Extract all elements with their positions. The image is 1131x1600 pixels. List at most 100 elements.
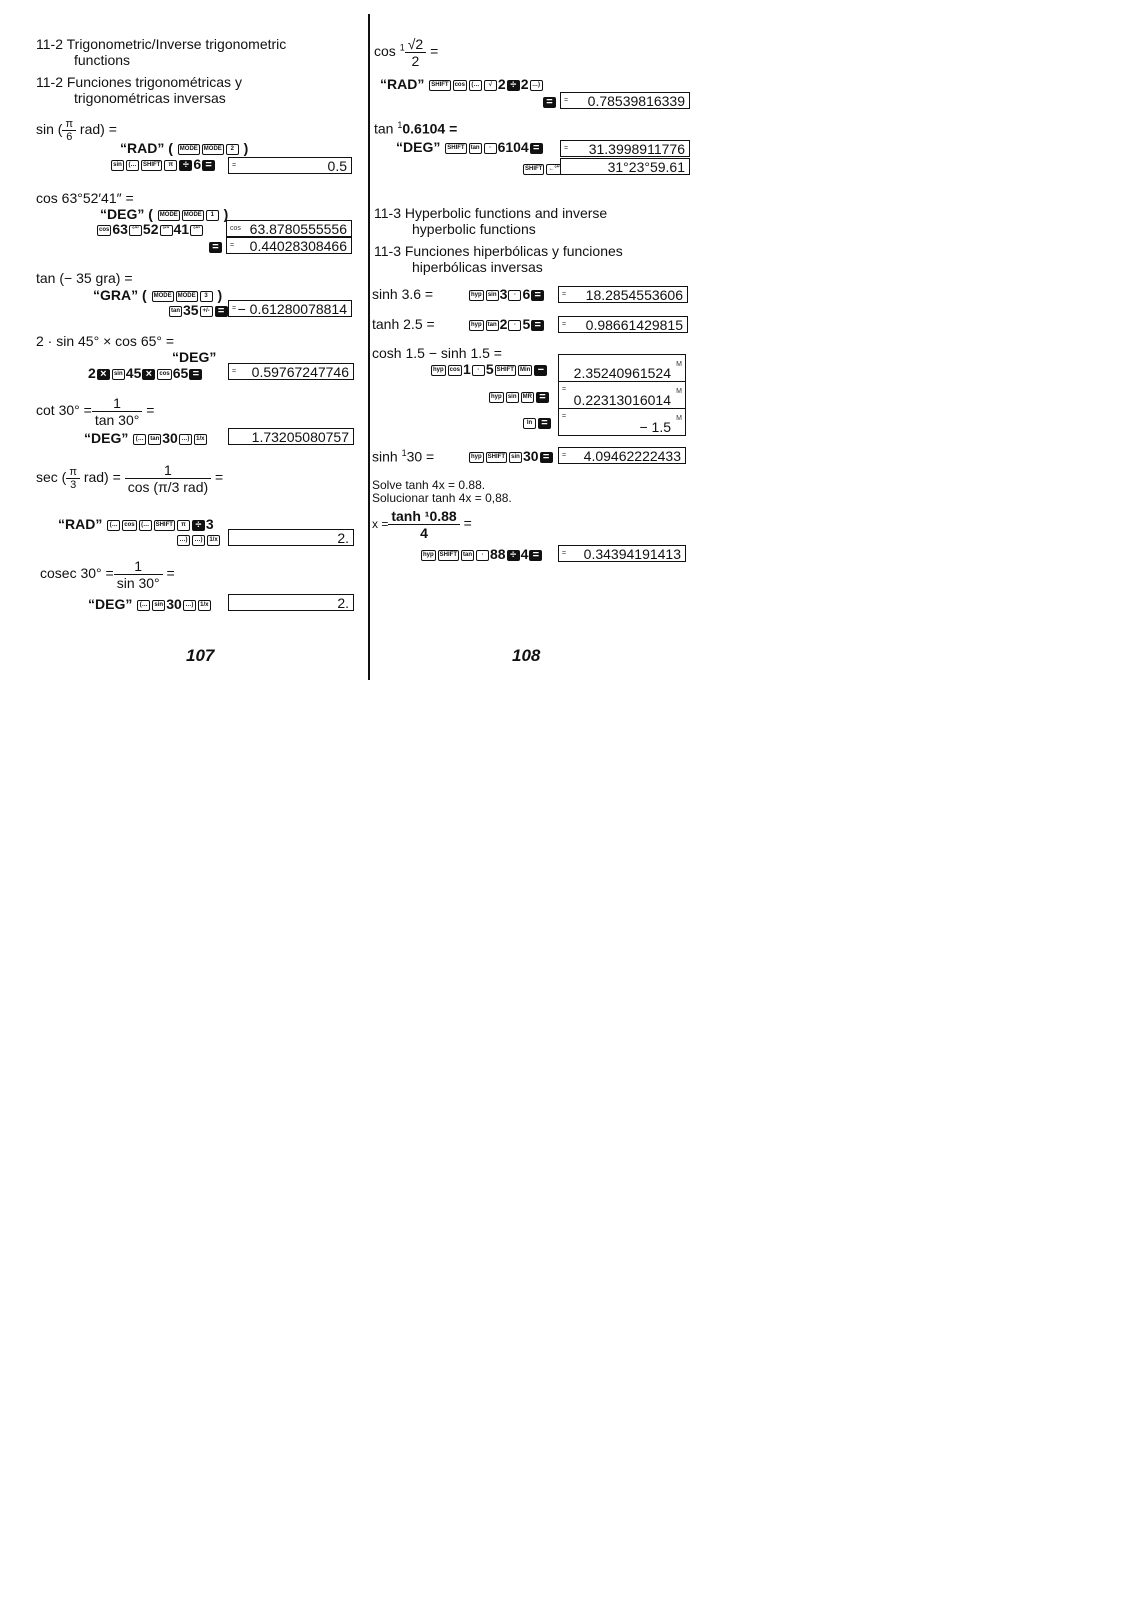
sqrt-key: √ <box>483 79 497 91</box>
paren-key: (… <box>133 433 147 445</box>
memory-in-key: Min <box>517 364 533 376</box>
page-number-right: 108 <box>512 646 541 665</box>
calculator-display: = M − 1.5 <box>558 408 686 436</box>
pi-key: π <box>164 159 178 171</box>
shift-key: SHIFT <box>445 142 467 154</box>
sin-key: sin <box>485 289 499 301</box>
section-heading-en: 11-3 Hyperbolic functions and inverse hy… <box>374 205 608 237</box>
calculator-display: 2. <box>228 529 354 546</box>
cos-key: cos <box>122 519 137 531</box>
example-product-expression: 2 · sin 45° × cos 65° = <box>36 333 175 349</box>
tan-key: tan <box>148 433 162 445</box>
paren-close-key: …) <box>178 433 192 445</box>
tan-key: tan <box>169 305 182 317</box>
calculator-display: M 2.35240961524 <box>558 354 686 382</box>
reciprocal-key: 1/x <box>207 534 220 546</box>
paren-key: (… <box>107 519 121 531</box>
mode-key: MODE <box>175 290 198 302</box>
heading-es-line2: trigonométricas inversas <box>74 90 226 106</box>
equals-key: = <box>189 368 203 380</box>
tan-key: tan <box>461 549 475 561</box>
mode-key: MODE <box>151 290 174 302</box>
mode-key: MODE <box>177 143 200 155</box>
cos-key: cos <box>157 368 172 380</box>
equals-key: = <box>529 549 543 561</box>
mode-key: MODE <box>157 209 180 221</box>
section-heading-es: 11-2 Funciones trigonométricas y trigono… <box>36 74 242 106</box>
keystroke-sequence: SHIFT←°′″ <box>522 160 564 176</box>
equals-key: = <box>531 289 545 301</box>
sin-key: sin <box>152 599 166 611</box>
example-tan-expression: tan (− 35 gra) = <box>36 270 133 286</box>
equals-key: = <box>539 451 553 463</box>
sin-key: sin <box>111 368 125 380</box>
keystroke-sequence: …)…)1/x <box>176 531 221 547</box>
equals-key: = <box>529 142 543 154</box>
keystroke-sequence: ln= <box>522 414 552 430</box>
calculator-display: =31.3998911776 <box>560 140 690 157</box>
paren-key: (… <box>468 79 482 91</box>
hyp-key: hyp <box>489 391 504 403</box>
equals-key: = <box>538 417 551 429</box>
mode-key: MODE <box>201 143 224 155</box>
key-3: 3 <box>199 290 213 302</box>
reciprocal-key: 1/x <box>197 599 211 611</box>
paren-close-key: …) <box>182 599 196 611</box>
divide-key: ÷ <box>506 549 520 561</box>
equals-key: = <box>214 305 228 317</box>
page-number-left: 107 <box>186 646 215 665</box>
divide-key: ÷ <box>191 519 205 531</box>
paren-key: (… <box>126 159 139 171</box>
paren-key: (… <box>137 599 151 611</box>
neg-key: +/- <box>199 305 213 317</box>
example-arcsinh-expression: sinh 130 = <box>372 448 435 465</box>
sin-key: sin <box>111 159 124 171</box>
decimal-key: · <box>483 142 497 154</box>
decimal-key: · <box>508 289 522 301</box>
example-sinh-expression: sinh 3.6 = <box>372 286 434 302</box>
heading-es-line1: 11-2 Funciones trigonométricas y <box>36 74 242 90</box>
paren-close-key: …) <box>192 534 205 546</box>
shift-key: SHIFT <box>141 159 163 171</box>
divide-key: ÷ <box>179 159 193 171</box>
calculator-display: =18.2854553606 <box>558 286 688 303</box>
section-heading-es: 11-3 Funciones hiperbólicas y funciones … <box>374 243 623 275</box>
example-tanh-expression: tanh 2.5 = <box>372 316 435 332</box>
equals-key: = <box>202 159 216 171</box>
pi-key: π <box>176 519 190 531</box>
shift-key: SHIFT <box>437 549 460 561</box>
sin-key: sin <box>505 391 519 403</box>
example-arctan-expression: tan 10.6104 = <box>374 120 458 137</box>
calculator-display: =− 0.61280078814 <box>228 300 352 317</box>
cos-key: cos <box>447 364 463 376</box>
dms-key: °′″ <box>128 224 142 236</box>
calculator-display: 2. <box>228 594 354 611</box>
minus-key: − <box>534 364 548 376</box>
reciprocal-key: 1/x <box>193 433 207 445</box>
hyp-key: hyp <box>469 451 484 463</box>
shift-key: SHIFT <box>494 364 516 376</box>
equals-key: = <box>536 391 550 403</box>
hyp-key: hyp <box>421 549 436 561</box>
equals-key: = <box>531 319 545 331</box>
mode-label-deg: “DEG” <box>172 349 217 365</box>
dms-key: °′″ <box>159 224 173 236</box>
section-heading-en: 11-2 Trigonometric/Inverse trigonometric… <box>36 36 286 68</box>
shift-key: SHIFT <box>523 163 545 175</box>
equals-key: = <box>208 238 223 254</box>
